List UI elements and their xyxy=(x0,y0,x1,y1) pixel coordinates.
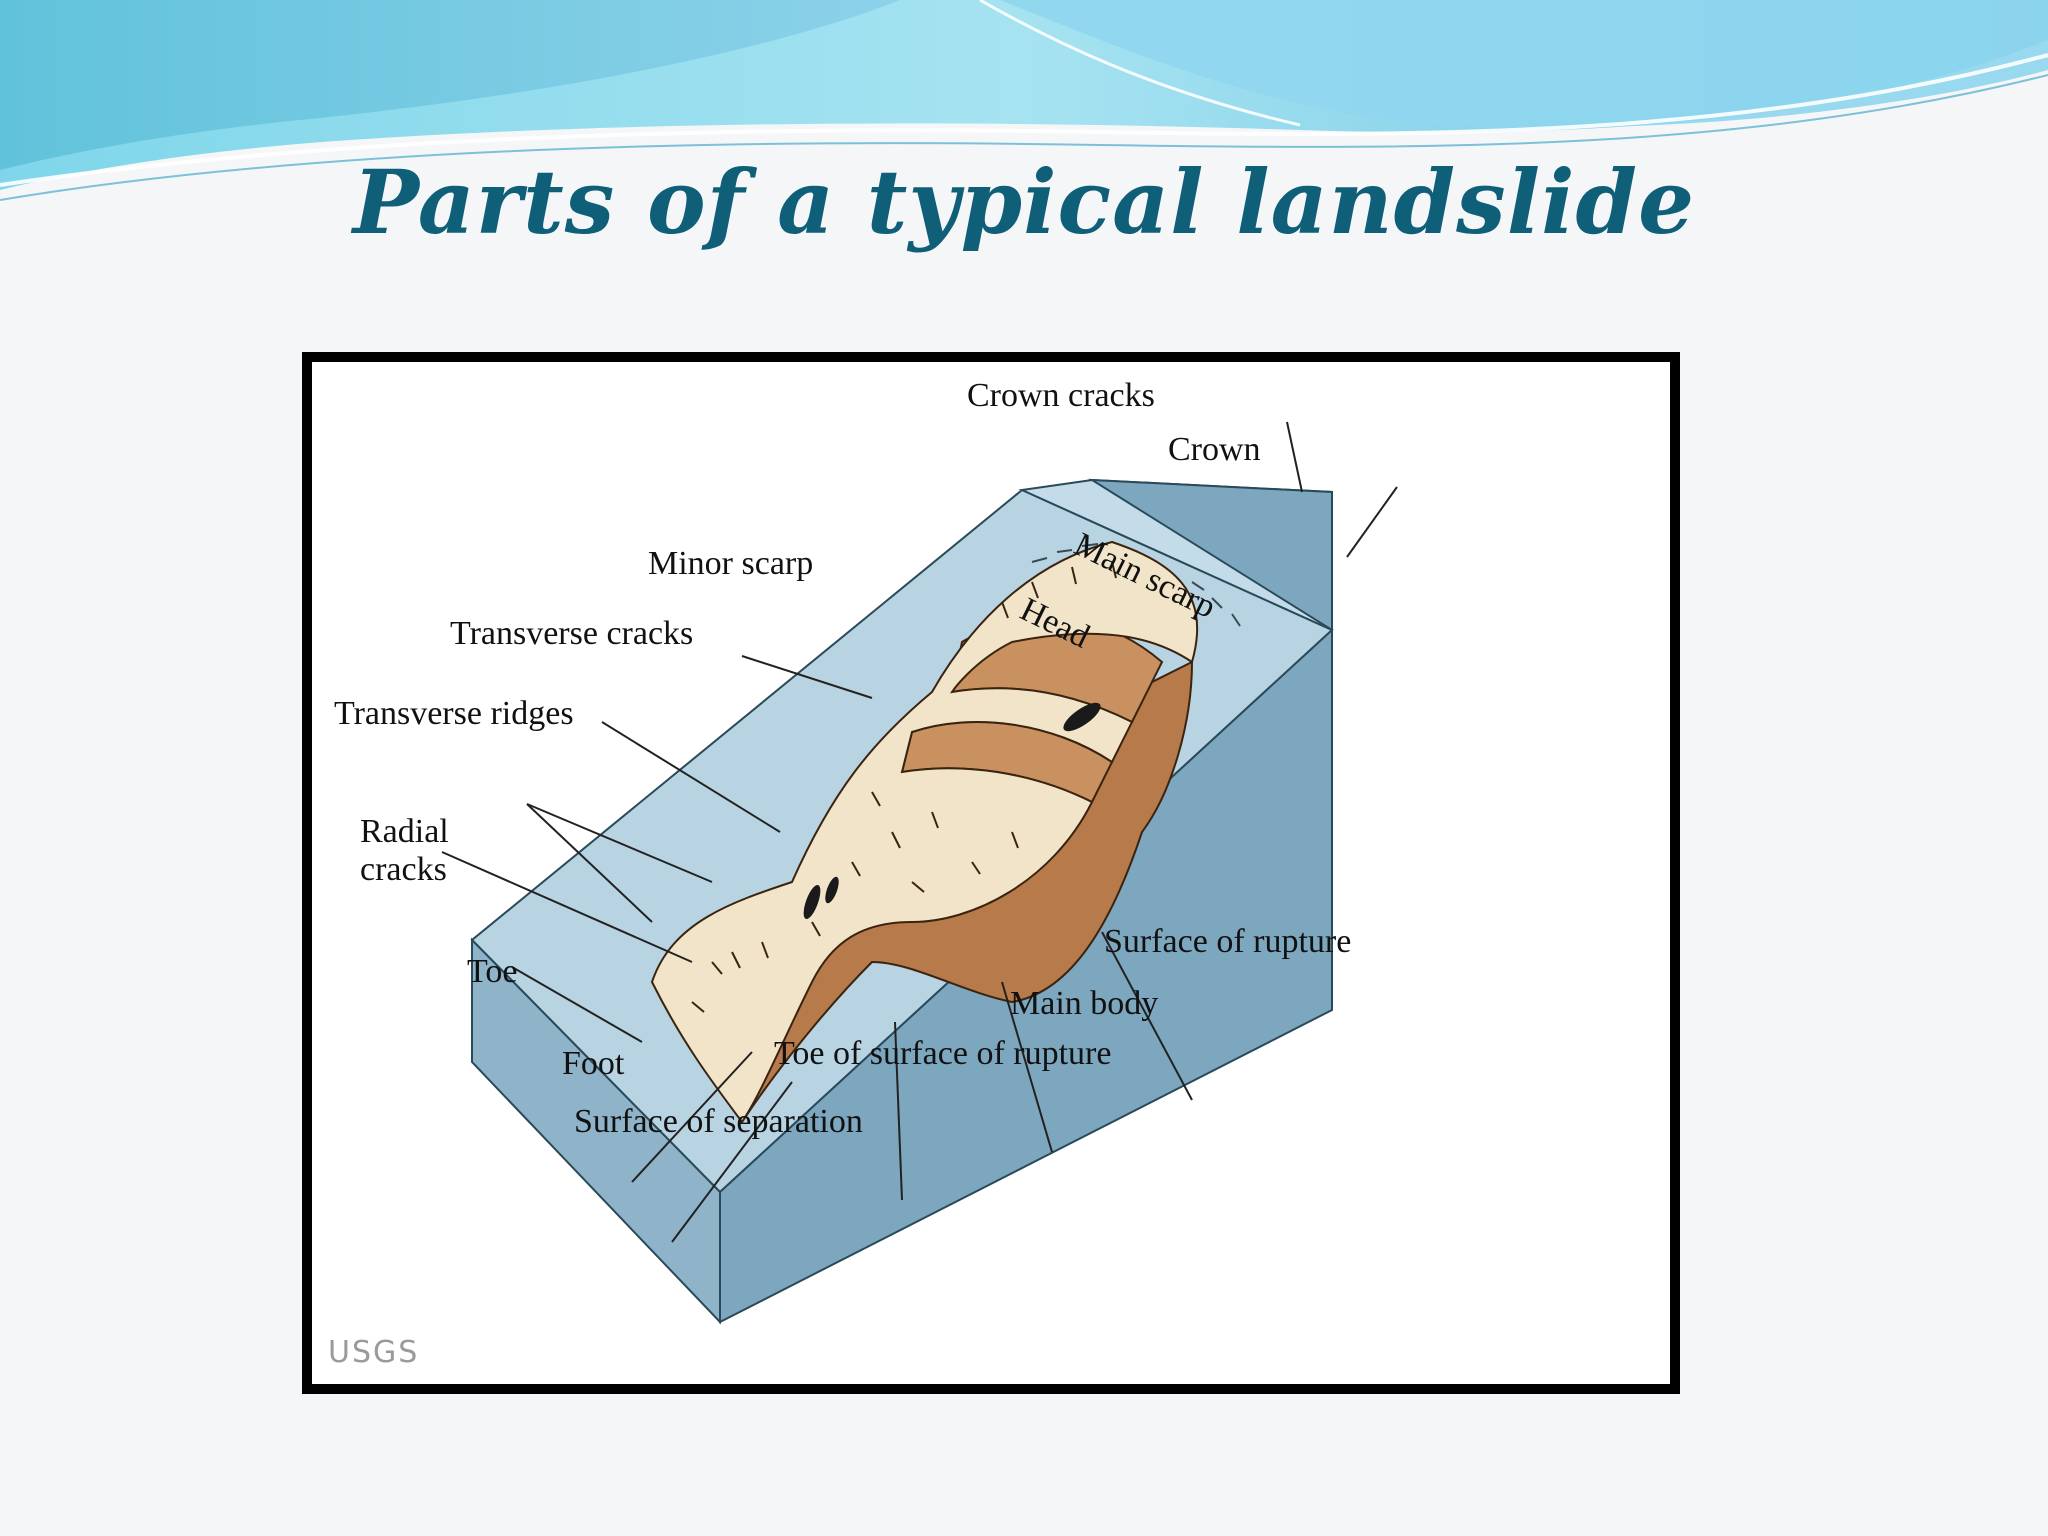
landslide-diagram: Crown cracks Crown Minor scarp Transvers… xyxy=(302,352,1680,1394)
crown-crack-marks xyxy=(1031,543,1241,627)
landslide-diagram-svg: Crown cracks Crown Minor scarp Transvers… xyxy=(328,377,1398,1370)
slide-title: Parts of a typical landslide xyxy=(352,150,1696,254)
wave-header xyxy=(0,0,2048,201)
label-radial-cracks-line2: cracks xyxy=(360,851,447,888)
label-minor-scarp: Minor scarp xyxy=(648,545,813,582)
label-crown-cracks: Crown cracks xyxy=(967,377,1155,414)
label-foot: Foot xyxy=(562,1045,625,1082)
label-main-body: Main body xyxy=(1010,985,1158,1022)
slope-back-face xyxy=(1088,478,1333,632)
usgs-credit: USGS xyxy=(328,1335,419,1370)
slope-front-face xyxy=(471,937,721,1325)
sag-pond-3 xyxy=(1063,702,1101,732)
label-toe-of-surface-of-rupture: Toe of surface of rupture xyxy=(774,1035,1111,1072)
crack-marks xyxy=(691,561,1117,1013)
landslide-debris xyxy=(650,540,1199,1124)
label-surface-of-separation: Surface of separation xyxy=(574,1103,863,1140)
label-transverse-cracks: Transverse cracks xyxy=(450,615,693,652)
label-surface-of-rupture: Surface of rupture xyxy=(1104,923,1351,960)
label-radial-cracks-line1: Radial xyxy=(360,813,449,850)
leader-lines xyxy=(441,421,1398,1243)
label-transverse-ridges: Transverse ridges xyxy=(334,695,574,732)
sag-pond-2 xyxy=(825,876,839,904)
sag-pond-1 xyxy=(803,884,821,920)
label-toe: Toe xyxy=(467,953,518,990)
label-crown: Crown xyxy=(1168,431,1261,468)
